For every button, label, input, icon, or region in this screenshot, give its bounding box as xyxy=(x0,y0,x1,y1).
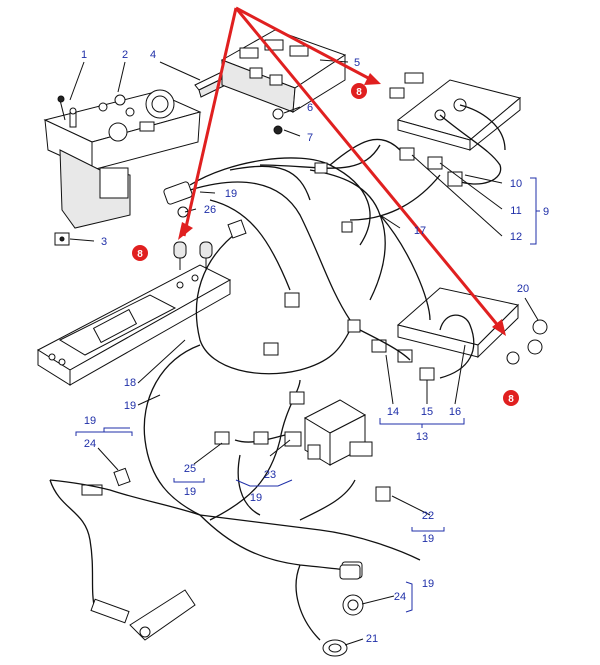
callout-14: 14 xyxy=(387,406,399,418)
screw-parts xyxy=(272,108,284,135)
control-module xyxy=(220,29,347,113)
relay-connector xyxy=(375,486,391,502)
leader-lines xyxy=(69,59,539,646)
callout-22: 22 xyxy=(422,510,434,522)
callout-13: 13 xyxy=(416,431,428,443)
callout-26: 26 xyxy=(204,204,216,216)
callout-24-right: 24 xyxy=(394,591,406,603)
callout-9: 9 xyxy=(543,206,549,218)
callouts: 1 2 4 5 6 7 3 19 26 10 11 9 12 17 20 18 … xyxy=(81,49,549,645)
callout-11: 11 xyxy=(510,205,521,217)
callout-2: 2 xyxy=(122,49,128,61)
lower-right-panel xyxy=(371,287,548,381)
callout-7: 7 xyxy=(307,132,313,144)
badge-8-left-label: 8 xyxy=(137,249,143,260)
callout-4: 4 xyxy=(150,49,156,61)
mount-bracket xyxy=(54,232,70,246)
callout-19-22: 19 xyxy=(422,533,434,545)
armrest-base xyxy=(36,264,232,386)
badge-8-top-label: 8 xyxy=(356,87,362,98)
highlight-badges: 8 8 8 xyxy=(132,83,519,406)
harness-plug xyxy=(163,181,193,218)
valve-block xyxy=(284,399,373,466)
badge-8-right xyxy=(503,390,519,406)
callout-19-harness: 19 xyxy=(225,188,237,200)
callout-19-loop: 19 xyxy=(124,400,136,412)
callout-6: 6 xyxy=(307,102,313,114)
badge-8-top xyxy=(351,83,367,99)
group-brackets xyxy=(75,177,540,613)
highlight-arrows xyxy=(178,6,506,336)
switch-pair xyxy=(173,241,213,270)
callout-1: 1 xyxy=(81,49,87,61)
callout-3: 3 xyxy=(101,236,107,248)
main-harness xyxy=(49,138,441,641)
callout-21: 21 xyxy=(366,633,378,645)
callout-23: 23 xyxy=(264,469,276,481)
callout-12: 12 xyxy=(510,231,522,243)
callout-5: 5 xyxy=(354,57,360,69)
callout-15: 15 xyxy=(421,406,433,418)
callout-16: 16 xyxy=(449,406,461,418)
control-console xyxy=(43,89,202,229)
callout-19-23: 19 xyxy=(250,492,262,504)
callout-20: 20 xyxy=(517,283,529,295)
badge-8-right-label: 8 xyxy=(508,394,514,405)
upper-right-panel xyxy=(389,72,522,187)
callout-25: 25 xyxy=(184,463,196,475)
callout-10: 10 xyxy=(510,178,522,190)
badge-8-left xyxy=(132,245,148,261)
callout-19-25: 19 xyxy=(184,486,196,498)
speed-sensor-rod xyxy=(49,479,196,641)
callout-24-left: 24 xyxy=(84,438,96,450)
callout-17: 17 xyxy=(414,225,426,237)
callout-19-left: 19 xyxy=(84,415,96,427)
sensor-left xyxy=(113,467,131,487)
callout-19-right: 19 xyxy=(422,578,434,590)
callout-18: 18 xyxy=(124,377,136,389)
